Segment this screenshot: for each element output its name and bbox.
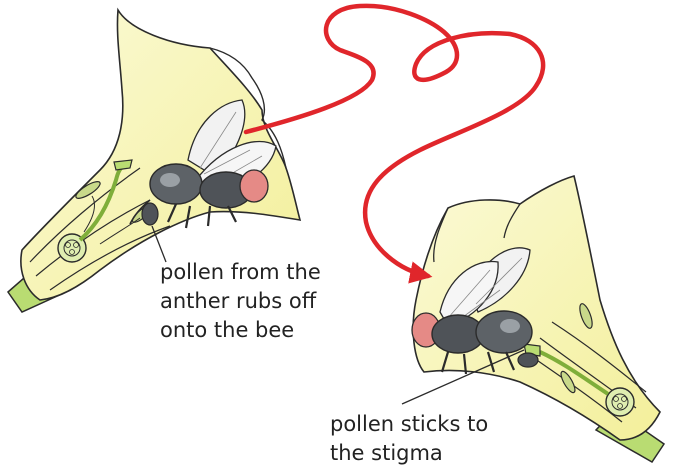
bee-1-head	[240, 170, 268, 202]
flower-2-ovary	[606, 388, 634, 416]
caption-stigma-line-2: the stigma	[330, 439, 488, 468]
caption-anther-line-1: pollen from the	[160, 258, 321, 287]
flower-1-stigma	[114, 160, 132, 170]
caption-stigma-line-1: pollen sticks to	[330, 410, 488, 439]
bee-2-abdomen	[476, 311, 532, 353]
caption-anther-line-3: onto the bee	[160, 316, 321, 345]
caption-stigma: pollen sticks to the stigma	[330, 410, 488, 468]
caption-anther-line-2: anther rubs off	[160, 287, 321, 316]
caption-anther: pollen from the anther rubs off onto the…	[160, 258, 321, 345]
